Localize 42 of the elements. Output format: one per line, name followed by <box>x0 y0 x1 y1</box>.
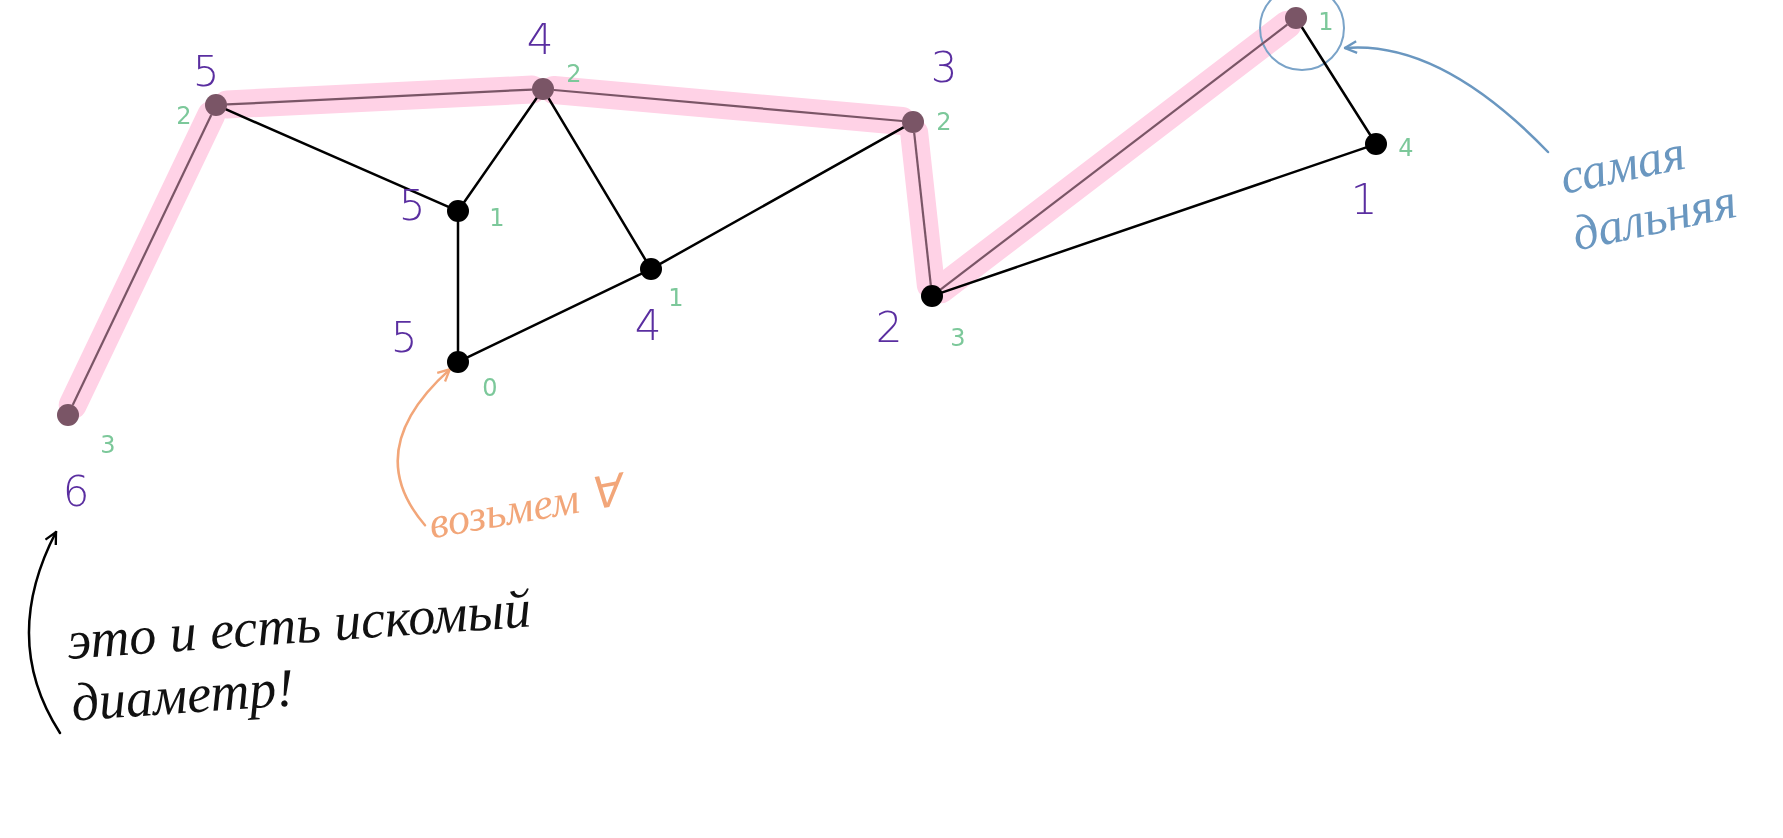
graph-edge <box>224 108 450 208</box>
graph-edge <box>463 96 538 204</box>
vertex-dot <box>447 200 469 222</box>
distance-number: 3 <box>950 326 966 350</box>
vertex-dot <box>921 285 943 307</box>
distance-number: 1 <box>1318 10 1334 34</box>
vertex-dot <box>1365 133 1387 155</box>
distance-number: 2 <box>176 104 192 128</box>
handwritten-note: это и есть искомый диаметр! <box>65 561 772 734</box>
vertex-number: 6 <box>62 471 90 513</box>
vertex-number: 4 <box>526 19 554 61</box>
handwritten-note: возьмем ∀ <box>425 451 710 550</box>
vertex-number: 2 <box>875 307 903 349</box>
leader-arrow <box>1343 40 1550 154</box>
distance-number: 3 <box>100 433 116 457</box>
vertex-number: 1 <box>1350 179 1378 221</box>
leader-arrow <box>27 530 62 735</box>
vertex-dot <box>57 404 79 426</box>
distance-number: 0 <box>482 376 498 400</box>
vertex-number: 5 <box>390 317 418 359</box>
distance-number: 2 <box>936 110 952 134</box>
distance-number: 4 <box>1398 136 1414 160</box>
distance-number: 2 <box>566 62 582 86</box>
vertex-number: 4 <box>634 305 662 347</box>
vertex-dot <box>1285 7 1307 29</box>
vertex-dot <box>205 94 227 116</box>
graph-edge <box>547 97 647 261</box>
highlighted-edge <box>58 100 226 420</box>
distance-number: 1 <box>489 206 505 230</box>
graph-edge <box>456 220 460 353</box>
vertex-number: 3 <box>930 47 958 89</box>
graph-edge <box>941 146 1367 294</box>
handwritten-note: самая дальняя <box>1555 102 1783 263</box>
leader-arrow <box>396 368 452 527</box>
vertex-dot <box>640 258 662 280</box>
graph-edge <box>466 272 643 359</box>
graph-edge <box>1300 26 1372 136</box>
vertex-number: 5 <box>398 185 426 227</box>
graph-edge <box>659 126 905 265</box>
distance-number: 1 <box>668 286 684 310</box>
vertex-dot <box>447 351 469 373</box>
vertex-number: 5 <box>192 51 220 93</box>
